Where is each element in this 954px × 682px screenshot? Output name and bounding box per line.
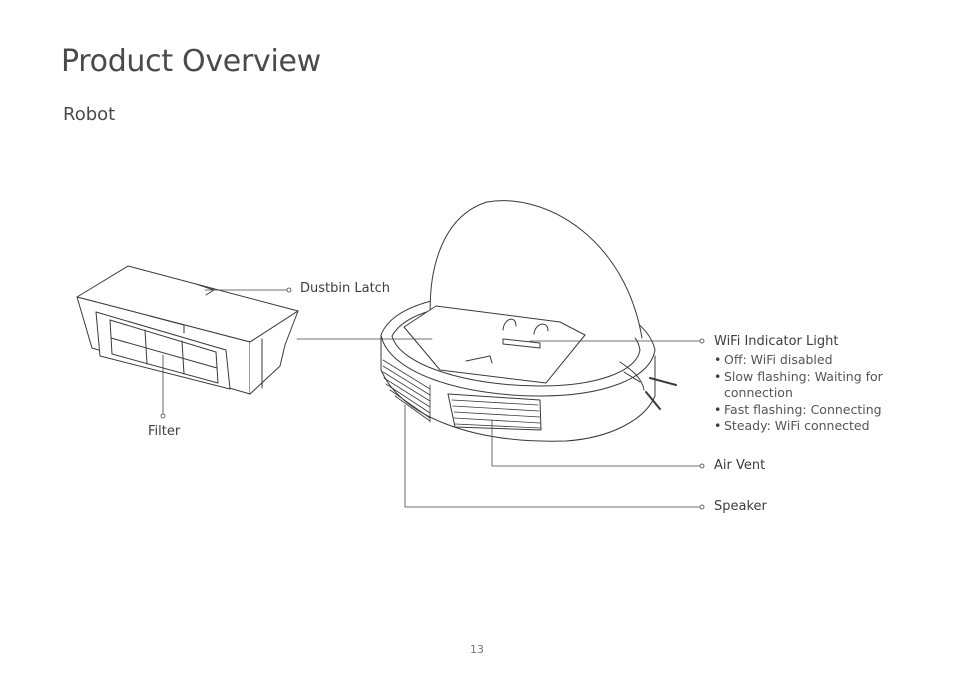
wifi-indicator-label: WiFi Indicator Light [714, 334, 839, 349]
wifi-state-item: Steady: WiFi connected [714, 418, 904, 435]
wifi-state-item: Off: WiFi disabled [714, 352, 904, 369]
leader-lines [160, 287, 705, 510]
page-title: Product Overview [61, 44, 321, 79]
filter-label: Filter [148, 424, 181, 439]
wifi-state-item: Fast flashing: Connecting [714, 402, 904, 419]
robot-drawing [380, 200, 677, 442]
page-number: 13 [470, 643, 484, 656]
speaker-label: Speaker [714, 499, 767, 514]
section-subtitle: Robot [63, 104, 116, 125]
wifi-state-list: Off: WiFi disabled Slow flashing: Waitin… [714, 352, 904, 435]
wifi-state-item: Slow flashing: Waiting for connection [714, 369, 904, 402]
dustbin-drawing [76, 265, 299, 395]
air-vent-label: Air Vent [714, 458, 766, 473]
dustbin-latch-label: Dustbin Latch [300, 281, 391, 296]
